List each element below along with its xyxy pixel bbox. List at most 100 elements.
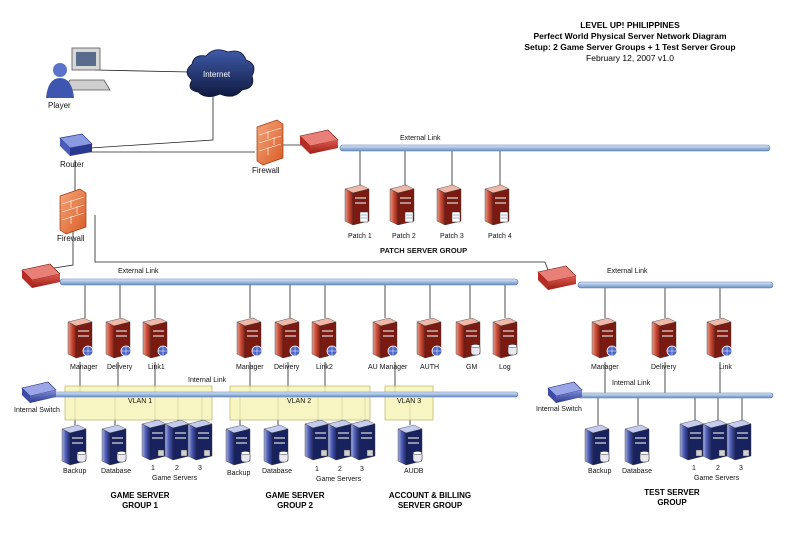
test-group-name-line1: TEST SERVER bbox=[644, 488, 700, 497]
g2-game-server-2-icon bbox=[327, 419, 353, 461]
test-external-link-label: External Link bbox=[607, 268, 648, 275]
test-backup-label: Backup bbox=[588, 468, 612, 475]
g2-link2-server-icon bbox=[311, 317, 338, 359]
patch-2-label: Patch 2 bbox=[392, 233, 416, 240]
group-1-name-line2: GROUP 1 bbox=[122, 501, 158, 510]
main-external-bus bbox=[59, 278, 519, 286]
main-internal-switch-icon bbox=[21, 381, 57, 403]
g2-delivery-server-icon bbox=[274, 317, 301, 359]
patch-switch-icon bbox=[299, 129, 339, 154]
group-2-name-line1: GAME SERVER bbox=[265, 491, 325, 500]
firewall-left-icon bbox=[59, 188, 87, 235]
internet-cloud-icon bbox=[186, 49, 255, 97]
g1-backup-label: Backup bbox=[63, 468, 87, 475]
au-manager-server-icon bbox=[372, 317, 399, 359]
server-icons bbox=[61, 184, 752, 466]
vlan-2-box bbox=[229, 385, 371, 421]
g1-delivery-label: Delivery bbox=[107, 364, 133, 371]
g1-link1-server-icon bbox=[142, 317, 169, 359]
title-line-1: LEVEL UP! PHILIPPINES bbox=[580, 20, 680, 30]
test-manager-label: Manager bbox=[591, 364, 619, 371]
g1-gs-num-1: 1 bbox=[151, 465, 155, 472]
gm-label: GM bbox=[466, 364, 478, 371]
test-internal-link-label: Internal Link bbox=[612, 380, 651, 387]
player-internet-line bbox=[94, 69, 191, 73]
test-game-server-1-icon bbox=[679, 419, 705, 461]
g2-database-server-icon bbox=[263, 424, 289, 466]
main-external-switch-icon bbox=[21, 263, 61, 288]
au-manager-label: AU Manager bbox=[368, 364, 408, 371]
patch-1-server-icon bbox=[344, 184, 370, 226]
g1-game-server-3-icon bbox=[187, 419, 213, 461]
firewall2-test-line bbox=[94, 215, 549, 271]
g2-delivery-label: Delivery bbox=[274, 364, 300, 371]
main-upper-int-drops bbox=[79, 362, 396, 395]
main-internal-switch-label: Internal Switch bbox=[14, 407, 60, 414]
g1-database-server-icon bbox=[101, 424, 127, 466]
test-delivery-label: Delivery bbox=[651, 364, 677, 371]
test-group-name-line2: GROUP bbox=[657, 498, 687, 507]
patch-4-label: Patch 4 bbox=[488, 233, 512, 240]
player-icon bbox=[46, 47, 111, 98]
test-game-servers-label: Game Servers bbox=[694, 475, 740, 482]
g2-game-servers-label: Game Servers bbox=[316, 476, 362, 483]
auth-server-icon bbox=[416, 317, 443, 359]
g1-game-servers-label: Game Servers bbox=[152, 475, 198, 482]
g2-backup-label: Backup bbox=[227, 470, 251, 477]
account-billing-name-line1: ACCOUNT & BILLING bbox=[388, 491, 472, 500]
patch-drops bbox=[359, 149, 501, 185]
g2-manager-label: Manager bbox=[236, 364, 264, 371]
firewall-left-label: Firewall bbox=[57, 234, 85, 243]
g2-link-label: Link2 bbox=[316, 364, 333, 371]
test-link-label: Link bbox=[719, 364, 732, 371]
vlan-boxes bbox=[64, 385, 434, 421]
group-2-name: GAME SERVER GROUP 2 bbox=[255, 491, 335, 511]
router-icon bbox=[59, 133, 93, 156]
internet-label: Internet bbox=[203, 70, 231, 79]
router-label: Router bbox=[60, 160, 85, 169]
vlan-1-box bbox=[64, 385, 213, 421]
test-external-switch-icon bbox=[537, 265, 577, 290]
g2-game-server-3-icon bbox=[350, 419, 376, 461]
internet-router-line bbox=[89, 92, 214, 149]
test-link-server-icon bbox=[706, 317, 733, 359]
g2-gs-num-1: 1 bbox=[315, 466, 319, 473]
g1-link-label: Link1 bbox=[148, 364, 165, 371]
test-external-bus bbox=[577, 281, 774, 289]
group-1-name-line1: GAME SERVER bbox=[110, 491, 170, 500]
g1-delivery-server-icon bbox=[105, 317, 132, 359]
account-billing-name-line2: SERVER GROUP bbox=[397, 501, 463, 510]
g2-manager-server-icon bbox=[236, 317, 263, 359]
patch-3-server-icon bbox=[436, 184, 462, 226]
log-server-icon bbox=[492, 317, 518, 359]
gm-server-icon bbox=[455, 317, 481, 359]
test-backup-server-icon bbox=[584, 424, 610, 466]
g2-backup-server-icon bbox=[225, 424, 251, 466]
test-delivery-server-icon bbox=[651, 317, 678, 359]
g1-manager-server-icon bbox=[67, 317, 94, 359]
test-internal-bus bbox=[577, 392, 774, 399]
audb-server-icon bbox=[397, 424, 423, 466]
vlan-3-label: VLAN 3 bbox=[397, 398, 422, 405]
test-database-server-icon bbox=[624, 424, 650, 466]
audb-label: AUDB bbox=[404, 468, 424, 475]
test-upper-int-drops bbox=[604, 362, 721, 395]
patch-4-server-icon bbox=[484, 184, 510, 226]
g1-backup-server-icon bbox=[61, 424, 87, 466]
patch-group-name: PATCH SERVER GROUP bbox=[380, 246, 468, 255]
patch-external-bus bbox=[339, 144, 771, 152]
firewall-top-label: Firewall bbox=[252, 166, 280, 175]
test-database-label: Database bbox=[622, 468, 652, 475]
test-game-server-3-icon bbox=[726, 419, 752, 461]
buses bbox=[47, 144, 774, 399]
g1-gs-num-2: 2 bbox=[175, 465, 179, 472]
log-label: Log bbox=[499, 364, 511, 371]
g1-game-server-1-icon bbox=[141, 419, 167, 461]
patch-2-server-icon bbox=[389, 184, 415, 226]
main-internal-bus bbox=[47, 391, 519, 398]
vlan-1-label: VLAN 1 bbox=[128, 398, 153, 405]
patch-external-link-label: External Link bbox=[400, 135, 441, 142]
g2-game-server-1-icon bbox=[304, 419, 330, 461]
